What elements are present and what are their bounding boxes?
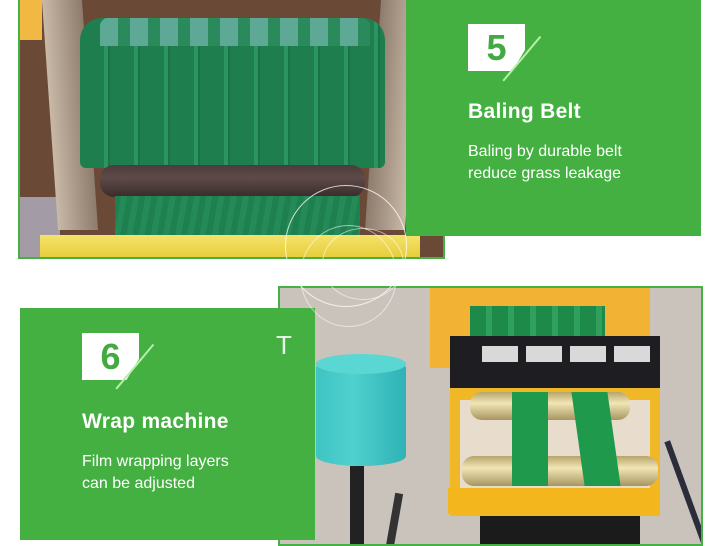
feature-card-wrap-machine: 6 Wrap machine Film wrapping layers can … bbox=[20, 308, 315, 540]
feature-title: Wrap machine bbox=[82, 410, 229, 433]
feature-description-line1: Baling by durable belt bbox=[468, 143, 622, 160]
feature-card-baling-belt: 5 Baling Belt Baling by durable belt red… bbox=[406, 0, 701, 236]
t-glyph-decoration: T bbox=[276, 330, 292, 360]
step-number-badge: 5 bbox=[468, 24, 525, 71]
feature-description-line2: reduce grass leakage bbox=[468, 165, 621, 182]
step-number-badge: 6 bbox=[82, 333, 139, 380]
feature-description-line1: Film wrapping layers bbox=[82, 453, 229, 470]
wrap-machine-photo bbox=[278, 286, 703, 546]
feature-title: Baling Belt bbox=[468, 100, 581, 123]
baling-belt-photo bbox=[18, 0, 445, 259]
feature-description-line2: can be adjusted bbox=[82, 475, 195, 492]
